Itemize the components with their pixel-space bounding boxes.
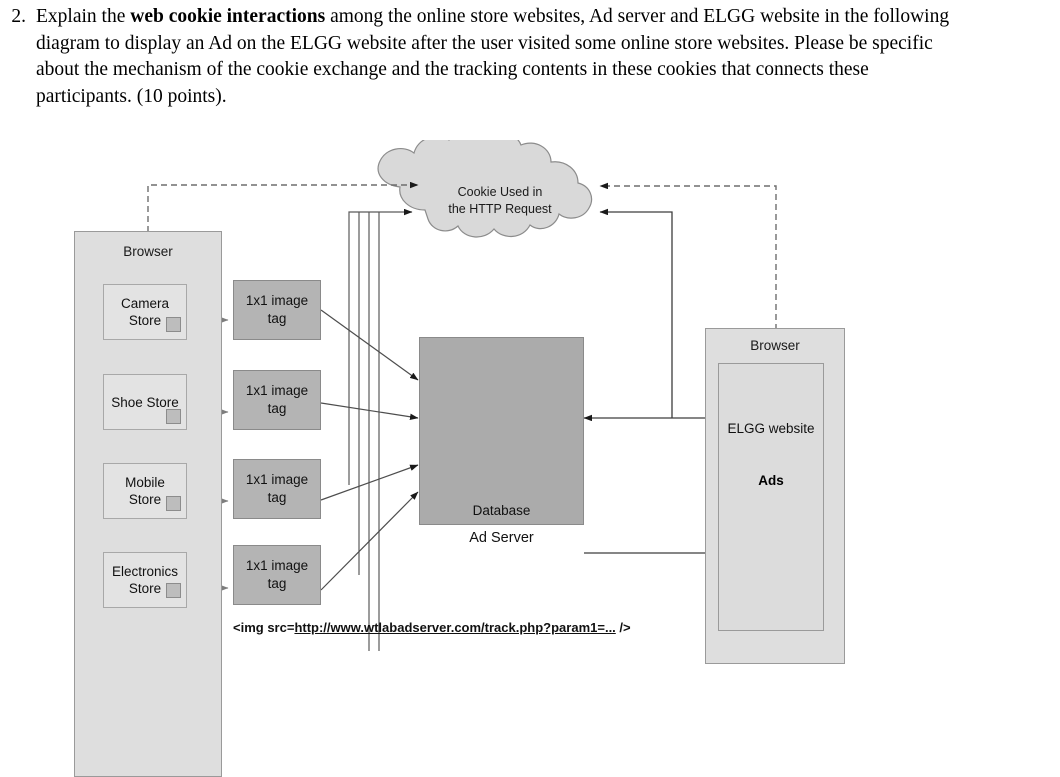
question-text: Explain the web cookie interactions amon… — [36, 4, 966, 110]
store-label-electronics-line2: Store — [128, 581, 162, 596]
image-tag-box-electronics[interactable]: 1x1 image tag — [233, 545, 321, 605]
dashed-right-browser-to-cloud — [599, 182, 777, 330]
elgg-to-cloud-arrow — [599, 208, 673, 418]
cloud-label-line1: Cookie Used in — [457, 185, 543, 199]
image-tag-label-3-line2: tag — [267, 490, 287, 505]
cookie-cloud-shape — [377, 140, 593, 238]
ad-server-caption: Ad Server — [469, 530, 534, 546]
left-browser-title: Browser — [123, 244, 173, 259]
cookie-marker-icon-camera — [166, 317, 181, 332]
cookie-marker-icon-shoe — [166, 409, 181, 424]
store-label-mobile-line2: Store — [128, 492, 162, 507]
img-src-url: http://www.wtlabadserver.com/track.php?p… — [294, 620, 616, 635]
store-label-camera-line2: Store — [128, 313, 162, 328]
ads-label: Ads — [758, 473, 784, 488]
image-tag-label-4-line1: 1x1 image — [245, 558, 309, 573]
image-tag-vertical-bundle — [348, 208, 413, 651]
cookie-interaction-diagram: Browser Camera Store Shoe Store Mobile S… — [0, 140, 1060, 777]
image-tag-box-shoe[interactable]: 1x1 image tag — [233, 370, 321, 430]
right-browser-title: Browser — [750, 338, 800, 353]
cloud-label: Cookie Used in the HTTP Request — [405, 184, 595, 218]
question-row: 2. Explain the web cookie interactions a… — [0, 4, 1060, 110]
elgg-website-box[interactable] — [718, 363, 824, 631]
cookie-marker-icon-mobile — [166, 496, 181, 511]
store-label-camera-line1: Camera — [120, 296, 169, 311]
imagetag-to-adserver-arrows — [320, 309, 419, 591]
cookie-marker-icon-electronics — [166, 583, 181, 598]
question-block: 2. Explain the web cookie interactions a… — [0, 0, 1060, 110]
cloud-label-line2: the HTTP Request — [448, 202, 552, 216]
img-src-caption: <img src=http://www.wtlabadserver.com/tr… — [233, 620, 631, 635]
store-box-electronics[interactable]: Electronics Store — [103, 552, 187, 608]
elgg-website-label: ELGG website — [727, 421, 815, 436]
image-tag-label-2-line2: tag — [267, 401, 287, 416]
store-label-shoe-line1: Shoe Store — [111, 394, 179, 410]
store-label-electronics-line1: Electronics — [111, 564, 179, 579]
image-tag-box-mobile[interactable]: 1x1 image tag — [233, 459, 321, 519]
img-src-suffix: /> — [615, 620, 631, 635]
question-number: 2. — [11, 6, 26, 27]
question-segment-3: among the online store websites, Ad serv… — [36, 6, 950, 107]
store-label-mobile-line1: Mobile — [125, 475, 165, 490]
question-segment-1: Explain the — [36, 6, 131, 27]
image-tag-label-4-line2: tag — [267, 576, 287, 591]
image-tag-box-camera[interactable]: 1x1 image tag — [233, 280, 321, 340]
img-src-prefix: <img src= — [233, 620, 295, 635]
image-tag-label-1-line1: 1x1 image — [245, 293, 309, 308]
image-tag-label-1-line2: tag — [267, 311, 287, 326]
question-segment-bold: web cookie interactions — [130, 6, 326, 27]
database-label: Database — [472, 503, 531, 518]
dashed-left-browser-to-cloud — [147, 181, 419, 232]
image-tag-label-2-line1: 1x1 image — [245, 383, 309, 398]
image-tag-label-3-line1: 1x1 image — [245, 472, 309, 487]
ad-server-box[interactable] — [419, 337, 584, 525]
